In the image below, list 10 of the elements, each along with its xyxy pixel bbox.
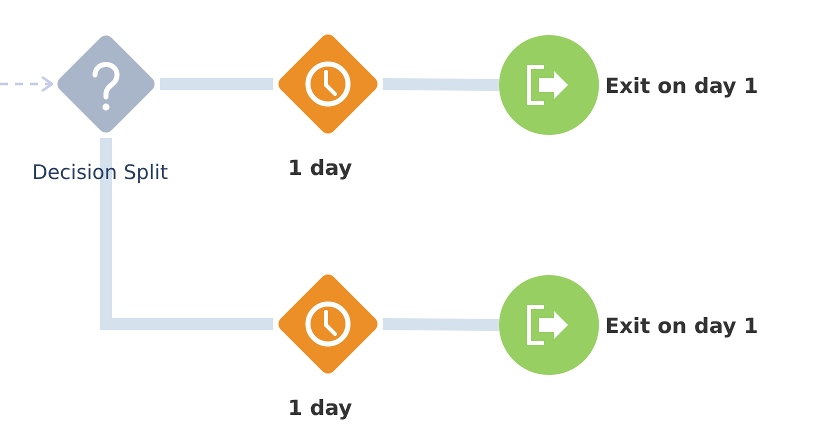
connector-line bbox=[100, 138, 273, 330]
node-label: 1 day bbox=[288, 156, 352, 180]
dashed-arrow bbox=[0, 76, 54, 92]
node-label: 1 day bbox=[288, 396, 352, 420]
connector-line bbox=[382, 78, 500, 91]
exit-label: Exit on day 1 bbox=[605, 74, 758, 98]
connector-line bbox=[160, 78, 273, 90]
connector-line bbox=[382, 318, 500, 331]
node-label: Decision Split bbox=[32, 160, 168, 184]
exit-label: Exit on day 1 bbox=[605, 314, 758, 338]
